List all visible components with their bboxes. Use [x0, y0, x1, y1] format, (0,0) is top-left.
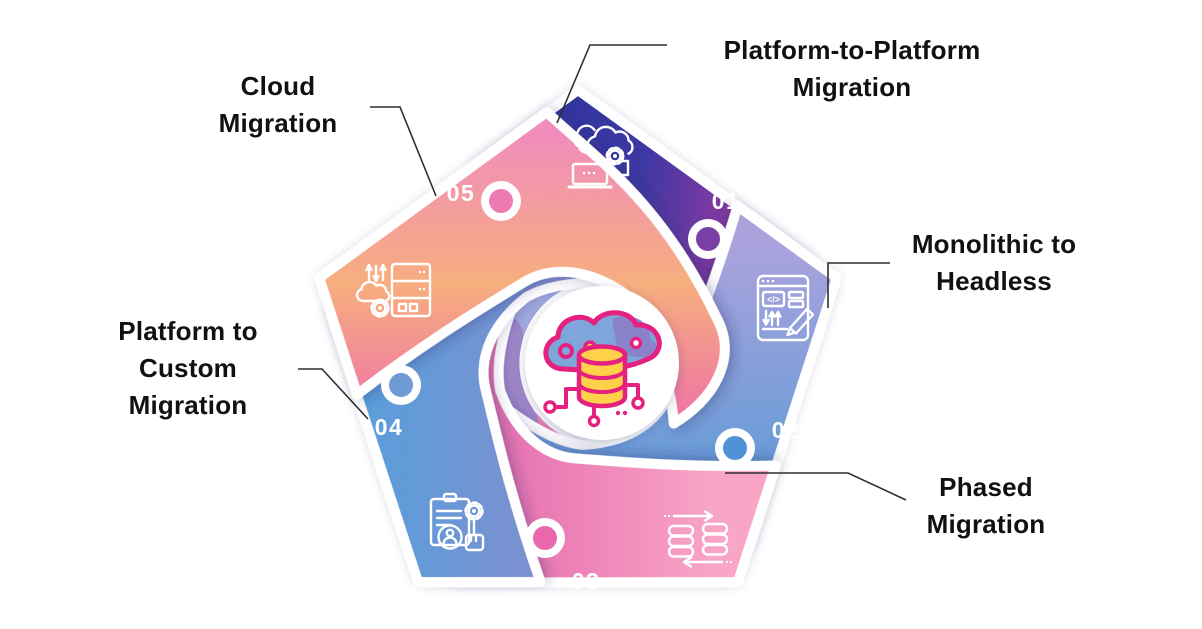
server-cloud-sync-icon: [355, 262, 432, 318]
label-platform-to-custom: Platform to Custom Migration: [68, 313, 308, 424]
label-line: Migration: [128, 390, 248, 420]
puzzle-knobs: [381, 181, 755, 558]
label-line: Migration: [926, 509, 1046, 539]
label-line: Migration: [792, 72, 912, 102]
segment-05-number: 05: [447, 180, 476, 206]
label-line: Custom: [139, 353, 237, 383]
clipboard-gear-click-icon: [429, 492, 485, 552]
label-phased-migration: Phased Migration: [866, 469, 1106, 543]
cloud-sync-laptop-icon: [567, 124, 634, 189]
connector-cloud: [370, 106, 437, 197]
connector-platform-to-platform: [556, 44, 667, 124]
cloud-database-migration-icon: [543, 310, 662, 428]
label-line: Headless: [936, 266, 1052, 296]
connector-monolithic: [827, 262, 890, 308]
database-transfer-icon: [663, 510, 733, 568]
label-line: Platform-to-Platform: [723, 35, 981, 65]
segment-02-number: 02: [772, 417, 801, 443]
label-line: Phased: [939, 472, 1033, 502]
label-line: Platform to: [118, 316, 258, 346]
connector-phased: [725, 472, 907, 501]
connector-custom: [298, 368, 369, 420]
segment-04-number: 04: [375, 414, 404, 440]
label-monolithic-to-headless: Monolithic to Headless: [854, 226, 1134, 300]
label-line: Cloud: [240, 71, 316, 101]
label-platform-to-platform: Platform-to-Platform Migration: [672, 32, 1032, 106]
label-line: Migration: [218, 108, 338, 138]
label-line: Monolithic to: [911, 229, 1077, 259]
segment-03-number: 03: [572, 568, 601, 594]
segment-01-number: 01: [712, 188, 741, 214]
svg-text:</>: </>: [767, 295, 780, 305]
code-window-pencil-icon: </>: [756, 274, 815, 342]
label-cloud-migration: Cloud Migration: [118, 68, 438, 142]
